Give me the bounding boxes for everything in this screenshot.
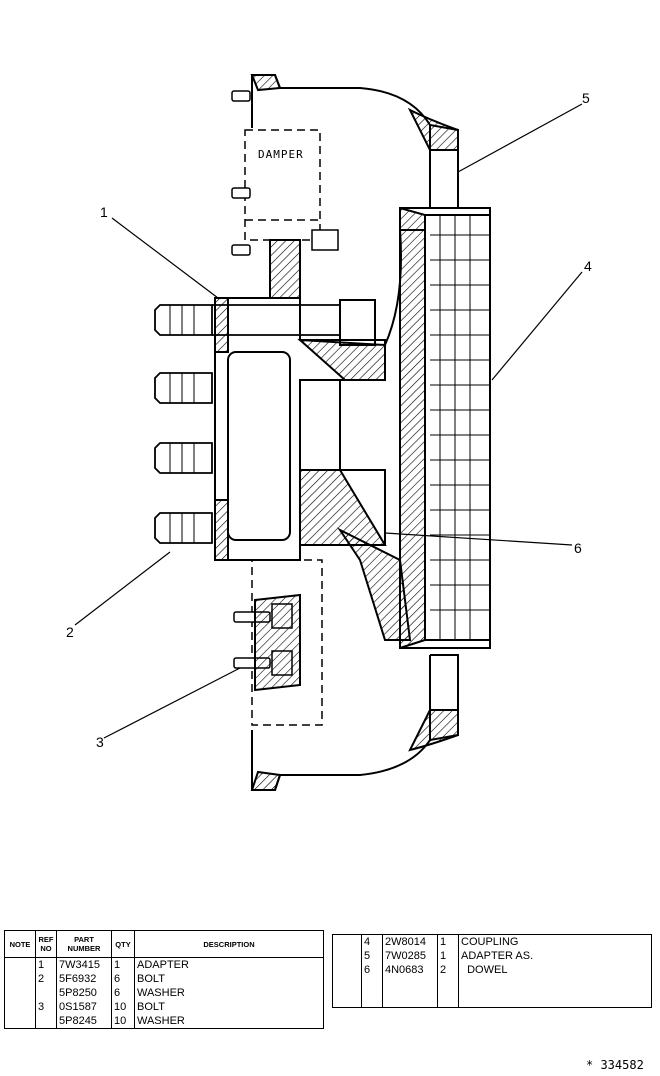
cell-part: 5P8250 — [56, 986, 112, 1000]
cell-qty: 10 — [111, 1014, 135, 1029]
table-row: 5 7W0285 1 ADAPTER AS. — [332, 949, 652, 963]
cell-qty: 1 — [111, 957, 135, 972]
header-description: DESCRIPTION — [134, 930, 324, 958]
header-note: NOTE — [4, 930, 36, 958]
cell-qty: 6 — [111, 972, 135, 986]
callout-1: 1 — [100, 204, 108, 220]
header-ref-no: REF NO — [35, 930, 57, 958]
callout-5: 5 — [582, 90, 590, 106]
table-row: 5P8245 10 WASHER — [4, 1014, 324, 1029]
cell-part: 0S1587 — [56, 1000, 112, 1014]
table-row: 4 2W8014 1 COUPLING — [332, 934, 652, 949]
table-row: 2 5F6932 6 BOLT — [4, 972, 324, 986]
table-row: 5P8250 6 WASHER — [4, 986, 324, 1000]
cell-part: 4N0683 — [382, 963, 438, 977]
cell-desc: WASHER — [134, 986, 324, 1000]
header-qty: QTY — [111, 930, 135, 958]
table-filler-row — [332, 977, 652, 1008]
cell-ref: 1 — [35, 957, 57, 972]
cell-qty: 1 — [437, 949, 459, 963]
cell-note — [4, 1014, 36, 1029]
cell-ref — [35, 986, 57, 1000]
cell-ref — [35, 1014, 57, 1029]
cell-note — [4, 1000, 36, 1014]
cell-desc: BOLT — [134, 1000, 324, 1014]
cell-desc: WASHER — [134, 1014, 324, 1029]
callout-3: 3 — [96, 734, 104, 750]
callout-2: 2 — [66, 624, 74, 640]
table-row: 6 4N0683 2 DOWEL — [332, 963, 652, 977]
cell-part: 7W0285 — [382, 949, 438, 963]
cell-desc: BOLT — [134, 972, 324, 986]
illustration-id: * 334582 — [586, 1058, 644, 1072]
cell-ref: 2 — [35, 972, 57, 986]
callout-4: 4 — [584, 258, 592, 274]
parts-table-right: 4 2W8014 1 COUPLING 5 7W0285 1 ADAPTER A… — [332, 934, 652, 1008]
exploded-view-drawing — [74, 74, 583, 791]
cell-part: 2W8014 — [382, 934, 438, 949]
cell-note — [4, 972, 36, 986]
damper-label: DAMPER — [258, 148, 304, 161]
cell-qty: 2 — [437, 963, 459, 977]
cell-desc: ADAPTER — [134, 957, 324, 972]
cell-note — [4, 957, 36, 972]
cell-note — [332, 949, 362, 963]
cell-ref: 3 — [35, 1000, 57, 1014]
cell-qty: 6 — [111, 986, 135, 1000]
cell-desc: ADAPTER AS. — [458, 949, 652, 963]
table-row: 1 7W3415 1 ADAPTER — [4, 957, 324, 972]
header-part-number: PART NUMBER — [56, 930, 112, 958]
cell-ref: 5 — [361, 949, 383, 963]
cell-ref: 4 — [361, 934, 383, 949]
table-row: 3 0S1587 10 BOLT — [4, 1000, 324, 1014]
cell-part: 5F6932 — [56, 972, 112, 986]
cell-ref: 6 — [361, 963, 383, 977]
cell-note — [4, 986, 36, 1000]
cell-qty: 1 — [437, 934, 459, 949]
cell-note — [332, 934, 362, 949]
callout-6: 6 — [574, 540, 582, 556]
cell-desc: DOWEL — [458, 963, 652, 977]
cell-note — [332, 963, 362, 977]
cell-part: 5P8245 — [56, 1014, 112, 1029]
parts-table-left: NOTE REF NO PART NUMBER QTY DESCRIPTION … — [4, 930, 324, 1029]
cell-desc: COUPLING — [458, 934, 652, 949]
cell-qty: 10 — [111, 1000, 135, 1014]
cell-part: 7W3415 — [56, 957, 112, 972]
